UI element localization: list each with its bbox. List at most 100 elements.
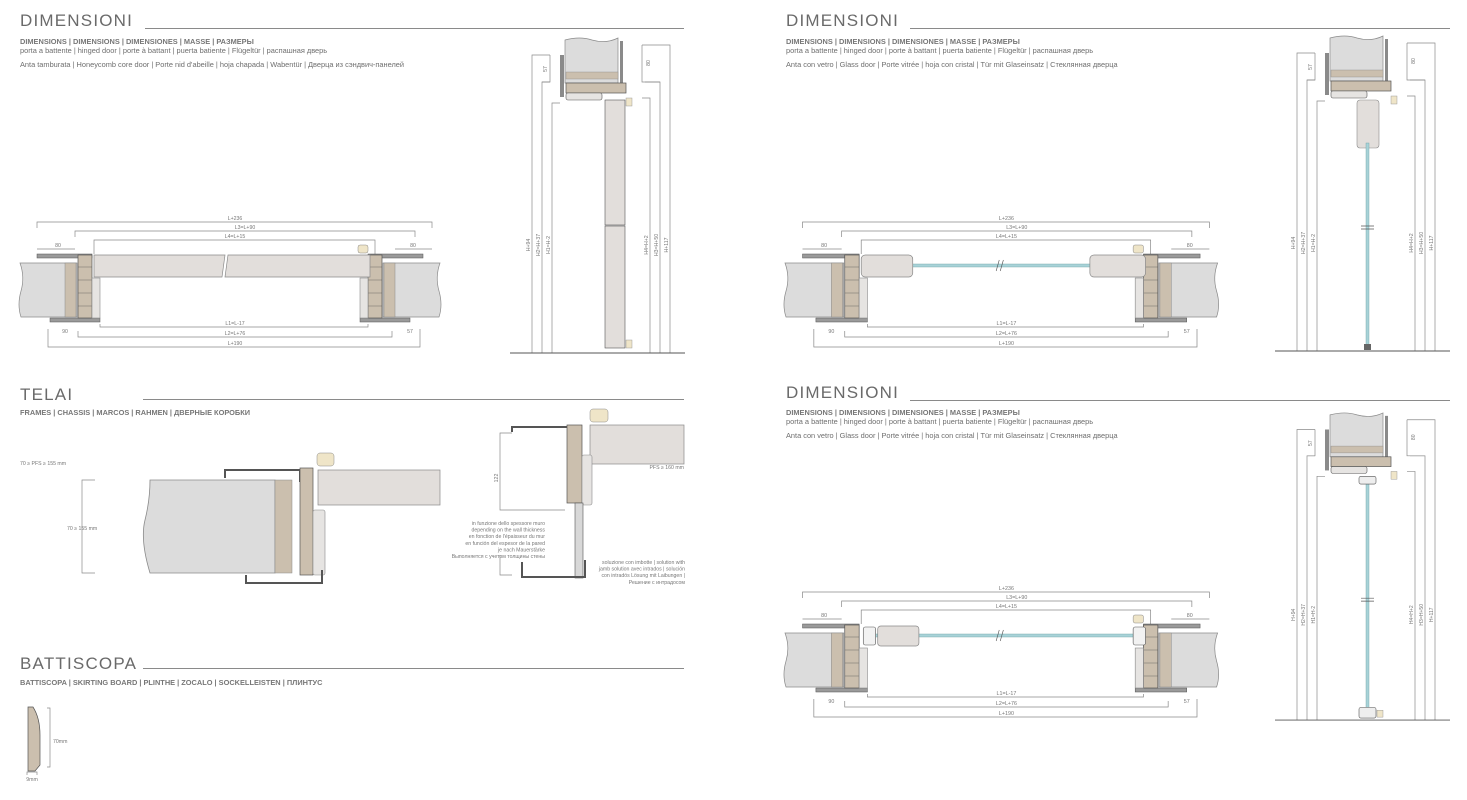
- jamb-wood: [844, 254, 860, 319]
- dimension-label: H2=H+37: [1301, 604, 1307, 626]
- dimension-label: 80: [1187, 613, 1193, 619]
- frame-cover-bottom: [1134, 687, 1187, 693]
- dimension-label: 57: [1184, 329, 1190, 335]
- hinge-block: [625, 97, 633, 107]
- wall-section: [142, 479, 276, 574]
- skirting-thickness-label: 9mm: [26, 777, 38, 783]
- dimension-label: L+190: [228, 341, 243, 347]
- dimension-line: [1410, 455, 1426, 721]
- wall-section: [783, 632, 845, 688]
- wall-note-line: en fonction de l'épaisseur du mur: [469, 534, 546, 540]
- dimension-label: 90: [828, 329, 834, 335]
- dimension-label: H3=H+50: [654, 234, 660, 256]
- left-frame: [783, 253, 868, 323]
- dimension-line: [641, 45, 660, 83]
- dimension-label: 57: [407, 329, 413, 335]
- frame-cover: [620, 41, 623, 83]
- door-stop-trim: [858, 647, 868, 689]
- dimension-label: L1=L-17: [997, 691, 1017, 697]
- dimension-label: 80: [1411, 58, 1417, 64]
- wall-section: [18, 262, 78, 318]
- dimension-line: [1307, 429, 1316, 457]
- jamb-height-label: 122: [494, 474, 500, 483]
- hinge-block: [1390, 95, 1398, 105]
- dimension-label: H+117: [1429, 235, 1435, 250]
- dimension-line: [844, 701, 1169, 708]
- wall-section: [564, 37, 619, 84]
- dimension-line: [81, 479, 95, 574]
- title-rule: [143, 399, 684, 400]
- dimension-label: L1=L-17: [997, 321, 1017, 327]
- head-trim: [565, 92, 603, 101]
- head-trim: [1330, 90, 1368, 99]
- jamb-wood: [77, 254, 93, 319]
- dimension-line: [1407, 471, 1416, 721]
- dimension-line: [860, 609, 1152, 624]
- door-leaf: [93, 254, 226, 278]
- break-mark: [1361, 597, 1374, 602]
- frame-cover-top: [511, 426, 575, 432]
- title-rule: [910, 28, 1450, 29]
- jamb-wood: [299, 467, 314, 576]
- frame-cover-bottom: [815, 687, 868, 693]
- solution-note-line: con intradós Lösung mit Laibungen |: [601, 573, 685, 579]
- wall-section: [783, 262, 845, 318]
- dimension-label: L2=L+76: [996, 701, 1017, 707]
- frame-cover: [1385, 39, 1388, 81]
- dimension-line: [860, 239, 1152, 254]
- dimension-label: H4=H+2: [644, 235, 650, 254]
- dimension-line: [1306, 79, 1315, 351]
- hinge-block: [589, 408, 609, 423]
- dimension-line: [1406, 419, 1425, 457]
- hinge-block: [625, 339, 633, 349]
- glass-clamp-right: [1132, 626, 1146, 646]
- solution-note-line: Решение с интрадосом: [629, 580, 686, 586]
- dimension-label: 90: [828, 699, 834, 705]
- frame-cover: [1325, 53, 1329, 95]
- wall-wood-strip: [274, 479, 293, 574]
- jamb-wood: [566, 424, 583, 504]
- wall-section: [1329, 412, 1384, 458]
- dimension-line: [36, 221, 433, 228]
- wall-wood-strip: [565, 71, 619, 80]
- dimension-label: H2=H+37: [536, 234, 542, 256]
- solution-note-line: soluzione con imbotte | solution with: [602, 560, 685, 566]
- jamb-wood: [844, 624, 860, 689]
- dimension-line: [1407, 42, 1436, 351]
- left-frame: [18, 253, 101, 323]
- dimension-line: [499, 555, 512, 576]
- door-stop-trim: [1134, 647, 1144, 689]
- dimension-line: [541, 81, 550, 353]
- leaf-rail: [1356, 99, 1380, 149]
- section-title-dimensions-glass: DIMENSIONI: [786, 11, 900, 30]
- dimension-line: [841, 600, 1193, 607]
- head-jamb: [1330, 80, 1392, 92]
- dimension-line: [1307, 53, 1316, 81]
- dimension-line: [642, 97, 651, 353]
- dimension-line: [47, 329, 421, 348]
- dimension-label: L4=L+15: [225, 234, 246, 240]
- hinge-block: [1132, 614, 1144, 624]
- dimension-label: H+94: [1291, 608, 1297, 620]
- dimension-label: 57: [543, 66, 549, 72]
- wall-wood-strip: [1330, 69, 1384, 78]
- subtitle-door-type: porta a battente | hinged door | porte à…: [786, 46, 1094, 55]
- dimension-label: H4=H+2: [1409, 233, 1415, 252]
- dimension-line: [642, 44, 671, 353]
- frame-cover: [560, 55, 564, 97]
- dimension-label: 80: [646, 60, 652, 66]
- dimension-label: L3=L+90: [1006, 225, 1027, 231]
- dimension-label: L+190: [999, 711, 1014, 717]
- dimension-label: L+190: [999, 341, 1014, 347]
- dimension-label: 57: [1184, 699, 1190, 705]
- dimension-line: [813, 329, 1198, 348]
